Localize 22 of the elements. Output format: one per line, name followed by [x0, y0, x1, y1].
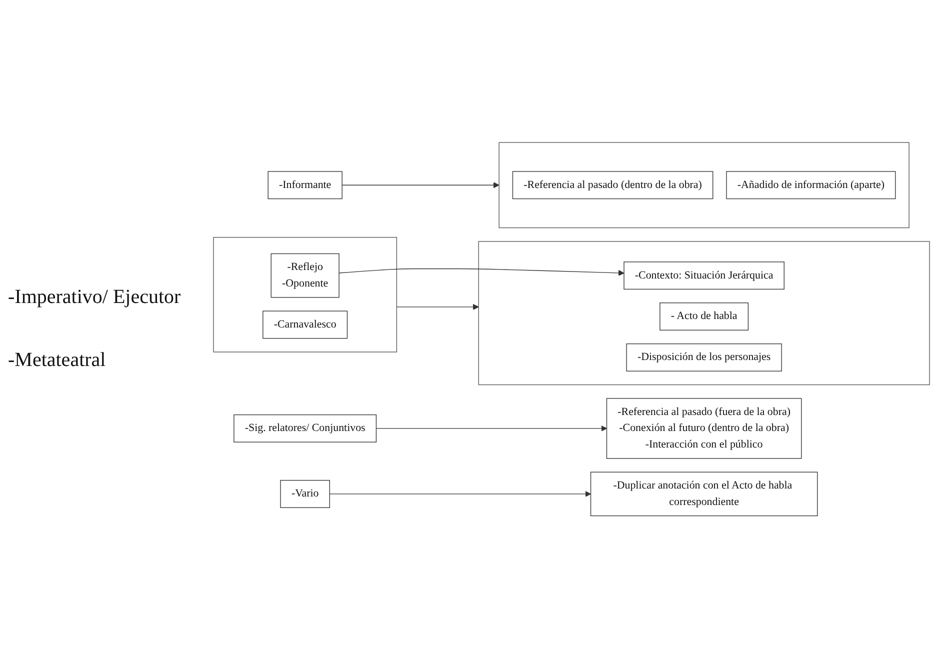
list-item-text: -Metateatral: [8, 349, 107, 372]
node-box: -Referencia al pasado (fuera de la obra) -Conexión al futuro (dentro de la obra) -Interacción con el público: [606, 398, 802, 459]
node-box: -Reflejo -Oponente: [270, 253, 340, 298]
cluster: [478, 240, 930, 385]
node-box: -Contexto: Situación Jerárquica: [624, 261, 784, 290]
node-box: -Referencia al pasado (dentro de la obra): [512, 170, 714, 199]
arrow: [329, 490, 592, 497]
arrow: [376, 425, 607, 432]
arrow: [396, 304, 479, 310]
node-box: -Duplicar anotación con el Acto de habla correspondiente: [590, 472, 818, 516]
arrow: [338, 268, 624, 276]
node-box: -Vario: [280, 480, 330, 508]
node-box: -Carnavalesco: [262, 310, 348, 339]
cluster: [498, 142, 910, 228]
node-box: - Acto de habla: [660, 302, 749, 330]
node-box: -Sig. relatores/ Conjuntivos: [234, 414, 377, 442]
cluster: [213, 236, 398, 352]
arrow: [342, 182, 500, 188]
node-box: -Informante: [268, 170, 342, 199]
node-box: -Añadido de información (aparte): [726, 170, 896, 199]
list-item-text: -Imperativo/ Ejecutor: [8, 286, 182, 309]
node-box: -Disposición de los personajes: [626, 343, 782, 372]
